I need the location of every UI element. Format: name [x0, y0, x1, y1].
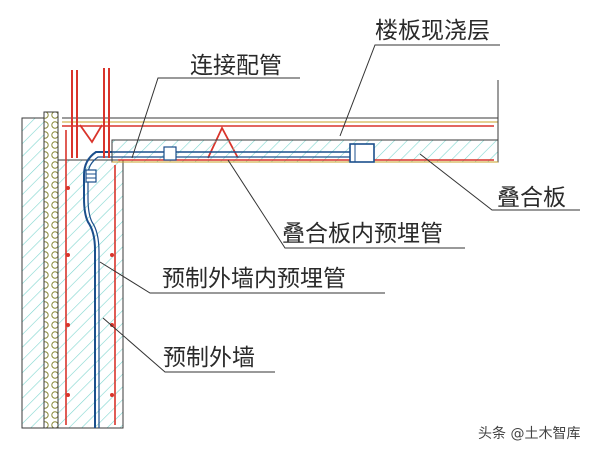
label-slab-cast-layer: 楼板现浇层	[375, 18, 490, 44]
wall-pipe-coupler	[85, 169, 97, 183]
pipe-joint-small	[163, 146, 177, 161]
junction-box	[349, 143, 375, 163]
wall-rebar-dots	[66, 186, 114, 397]
wall-insulation	[43, 111, 59, 429]
label-connection-pipe: 连接配管	[190, 53, 282, 79]
leader-wall-embedded-pipe	[99, 261, 385, 294]
truss-rebar-corner	[79, 124, 103, 144]
precast-exterior-wall	[21, 111, 124, 429]
wall-embedded-pipe	[83, 151, 112, 428]
leader-connection-pipe	[131, 77, 300, 159]
slab-cast-layer	[62, 68, 499, 160]
wall-starter-bars	[71, 68, 110, 158]
wall-outer-leaf	[21, 117, 45, 429]
label-wall-embedded-pipe: 预制外墙内预埋管	[162, 266, 346, 292]
label-composite-slab: 叠合板	[497, 185, 566, 211]
leader-composite-slab	[419, 153, 580, 211]
label-precast-exterior-wall: 预制外墙	[163, 345, 255, 371]
leader-precast-wall	[102, 317, 275, 373]
leader-slab-embedded-pipe	[227, 159, 465, 249]
label-slab-embedded-pipe: 叠合板内预埋管	[282, 221, 443, 247]
leader-lines	[99, 44, 580, 373]
watermark-text: 头条 @土木智库	[478, 425, 580, 442]
wall-inner-leaf	[57, 159, 124, 429]
composite-slab-body	[111, 139, 499, 163]
wall-embedded-pipe-inner	[87, 156, 112, 428]
leader-slab-cast-layer	[339, 44, 500, 137]
